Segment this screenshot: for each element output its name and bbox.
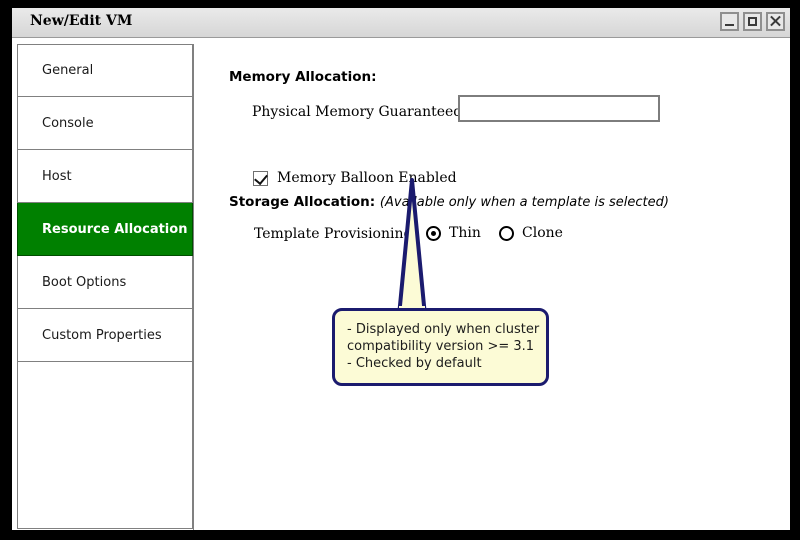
window-controls — [720, 12, 785, 31]
storage-allocation-note: (Available only when a template is selec… — [379, 195, 669, 210]
sidebar-item-label: Boot Options — [42, 274, 127, 290]
storage-allocation-heading: Storage Allocation: (Available only when… — [229, 194, 669, 210]
minimize-icon — [725, 24, 734, 26]
callout-line-2: compatibility version >= 3.1 — [347, 339, 535, 354]
physical-memory-label: Physical Memory Guaranteed — [252, 104, 463, 120]
template-provisioning-label: Template Provisioning — [254, 226, 413, 242]
physical-memory-input[interactable] — [458, 95, 660, 122]
provisioning-option-clone[interactable]: Clone — [499, 225, 563, 241]
memory-balloon-checkbox-row[interactable]: Memory Balloon Enabled — [253, 170, 457, 186]
sidebar-item-label: Custom Properties — [42, 327, 162, 343]
callout-line-1: - Displayed only when cluster — [347, 322, 540, 337]
sidebar-item-host[interactable]: Host — [17, 150, 193, 203]
sidebar-item-resource-allocation[interactable]: Resource Allocation — [17, 203, 193, 256]
memory-balloon-checkbox[interactable] — [253, 170, 268, 186]
dialog-content: General Console Host Resource Allocation… — [12, 38, 790, 530]
callout-line-3: - Checked by default — [347, 356, 482, 371]
close-button[interactable] — [766, 12, 785, 31]
storage-allocation-title: Storage Allocation: — [229, 194, 376, 210]
window-title: New/Edit VM — [30, 13, 133, 29]
sidebar-item-label: Resource Allocation — [42, 221, 188, 237]
sidebar-item-label: General — [42, 63, 94, 78]
provisioning-option-thin[interactable]: Thin — [426, 225, 481, 241]
radio-thin-label: Thin — [449, 225, 481, 241]
sidebar-empty-area — [17, 362, 193, 529]
radio-thin-icon[interactable] — [426, 225, 441, 241]
maximize-button[interactable] — [743, 12, 762, 31]
title-bar[interactable]: New/Edit VM — [12, 8, 790, 38]
sidebar-item-label: Console — [42, 115, 94, 131]
memory-allocation-heading: Memory Allocation: — [229, 69, 377, 85]
memory-balloon-label: Memory Balloon Enabled — [277, 170, 457, 186]
callout-tooltip: - Displayed only when cluster compatibil… — [332, 308, 549, 386]
sidebar-item-general[interactable]: General — [17, 44, 193, 97]
vm-dialog-window: New/Edit VM General Console Host — [12, 8, 790, 530]
maximize-icon — [748, 17, 757, 26]
sidebar-item-boot-options[interactable]: Boot Options — [17, 256, 193, 309]
resource-allocation-panel: Memory Allocation: Physical Memory Guara… — [193, 44, 785, 530]
radio-clone-label: Clone — [522, 225, 563, 241]
radio-clone-icon[interactable] — [499, 225, 514, 241]
sidebar-item-console[interactable]: Console — [17, 97, 193, 150]
check-icon — [254, 170, 268, 185]
sidebar-item-custom-properties[interactable]: Custom Properties — [17, 309, 193, 362]
sidebar-nav: General Console Host Resource Allocation… — [17, 44, 193, 530]
minimize-button[interactable] — [720, 12, 739, 31]
sidebar-item-label: Host — [42, 168, 72, 184]
